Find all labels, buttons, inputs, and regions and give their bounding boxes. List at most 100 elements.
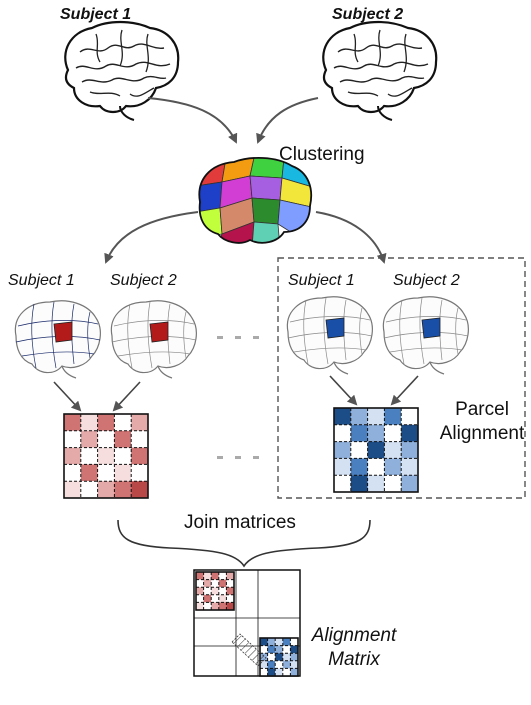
matrix-cell bbox=[267, 638, 276, 646]
hatched-diagonal bbox=[231, 633, 267, 667]
matrix-cell bbox=[218, 594, 227, 603]
matrix-cell bbox=[196, 602, 204, 610]
matrix-cell bbox=[260, 638, 268, 646]
matrix-cell bbox=[226, 579, 234, 588]
matrix-cell bbox=[203, 587, 212, 595]
matrix-cell bbox=[401, 408, 418, 425]
matrix-cell bbox=[64, 481, 81, 498]
matrix-cell bbox=[97, 430, 115, 448]
matrix-cell bbox=[114, 430, 132, 448]
arrow-clustering-to-left bbox=[104, 211, 199, 264]
brain-subject-2-top bbox=[322, 20, 438, 121]
matrix-cell bbox=[114, 447, 132, 465]
matrix-cell bbox=[260, 660, 268, 669]
matrix-cell bbox=[64, 464, 81, 482]
matrix-cell bbox=[80, 414, 98, 431]
matrix-cell bbox=[203, 579, 212, 588]
matrix-cell bbox=[211, 594, 219, 603]
matrix-cell bbox=[275, 638, 283, 646]
matrix-cell bbox=[64, 430, 81, 448]
matrix-cell bbox=[267, 645, 276, 654]
matrix-cell bbox=[131, 447, 148, 465]
matrix-cell bbox=[282, 660, 291, 669]
label-subject-2-top: Subject 2 bbox=[332, 6, 404, 23]
alignment-matrix bbox=[193, 569, 301, 677]
label-clustering: Clustering bbox=[279, 144, 365, 165]
matrix-cell bbox=[401, 441, 418, 459]
matrix-cell bbox=[97, 481, 115, 498]
matrix-cell bbox=[350, 441, 368, 459]
matrix-cell bbox=[131, 481, 148, 498]
matrix-cell bbox=[196, 572, 204, 580]
matrix-cell bbox=[203, 602, 212, 610]
matrix-cell bbox=[97, 447, 115, 465]
matrix-cell bbox=[226, 587, 234, 595]
matrix-cell bbox=[367, 458, 385, 476]
matrix-cell bbox=[131, 414, 148, 431]
matrix-cell bbox=[226, 572, 234, 580]
highlighted-parcel bbox=[53, 321, 73, 343]
matrix-cell bbox=[226, 594, 234, 603]
matrix-cell bbox=[282, 668, 291, 676]
matrix-cell bbox=[384, 441, 402, 459]
matrix-cell bbox=[334, 441, 351, 459]
matrix-cell bbox=[260, 645, 268, 654]
matrix-cell bbox=[367, 441, 385, 459]
arrow-left-subj1-to-matrix bbox=[53, 381, 82, 412]
matrix-cell bbox=[196, 587, 204, 595]
highlighted-parcel bbox=[421, 317, 441, 339]
matrix-cell bbox=[211, 587, 219, 595]
matrix-cell bbox=[367, 424, 385, 442]
matrix-cell bbox=[131, 430, 148, 448]
matrix-cell bbox=[275, 668, 283, 676]
label-alignment: Alignment bbox=[439, 423, 525, 444]
matrix-cell bbox=[367, 475, 385, 492]
matrix-cell bbox=[350, 458, 368, 476]
matrix-cell bbox=[384, 475, 402, 492]
matrix-cell bbox=[196, 594, 204, 603]
arrow-right-subj2-to-matrix bbox=[390, 375, 419, 406]
arrow-subject-2-to-clustering bbox=[256, 97, 319, 144]
cluster-parcel bbox=[251, 197, 281, 225]
matrix-cell bbox=[64, 447, 81, 465]
label-subject-1-top: Subject 1 bbox=[60, 6, 132, 23]
label-alignment-matrix-line2: Matrix bbox=[328, 649, 380, 670]
matrix-cell bbox=[64, 414, 81, 431]
parcel-matrix-blue bbox=[333, 407, 419, 493]
matrix-cell bbox=[97, 464, 115, 482]
matrix-cell bbox=[211, 602, 219, 610]
matrix-cell bbox=[290, 645, 298, 654]
matrix-cell bbox=[350, 424, 368, 442]
matrix-cell bbox=[384, 458, 402, 476]
mesh-brain-right-subject-1 bbox=[286, 296, 373, 375]
label-subject-2-left: Subject 2 bbox=[110, 272, 177, 289]
matrix-cell bbox=[275, 645, 283, 654]
matrix-cell bbox=[275, 653, 283, 661]
cluster-parcel bbox=[251, 221, 281, 243]
matrix-cell bbox=[334, 408, 351, 425]
matrix-cell bbox=[282, 645, 291, 654]
matrix-cell bbox=[218, 572, 227, 580]
matrix-cell bbox=[384, 408, 402, 425]
mesh-brain-left-subject-1 bbox=[14, 300, 101, 379]
parcel-matrix-red bbox=[63, 413, 149, 499]
matrix-cell bbox=[80, 447, 98, 465]
label-parcel: Parcel bbox=[455, 399, 509, 420]
matrix-cell bbox=[401, 424, 418, 442]
label-subject-1-left: Subject 1 bbox=[8, 272, 75, 289]
matrix-cell bbox=[290, 660, 298, 669]
clustered-brain bbox=[198, 157, 313, 244]
matrix-cell bbox=[131, 464, 148, 482]
label-parcel-alignment: Parcel Alignment bbox=[434, 398, 530, 446]
matrix-cell bbox=[282, 653, 291, 661]
matrix-cell bbox=[114, 464, 132, 482]
matrix-cell bbox=[334, 424, 351, 442]
mesh-brain-right-subject-2 bbox=[382, 296, 469, 375]
matrix-cell bbox=[350, 408, 368, 425]
cluster-parcel bbox=[279, 177, 312, 209]
brain-subject-1-top bbox=[64, 20, 180, 121]
matrix-cell bbox=[401, 458, 418, 476]
matrix-cell bbox=[211, 572, 219, 580]
